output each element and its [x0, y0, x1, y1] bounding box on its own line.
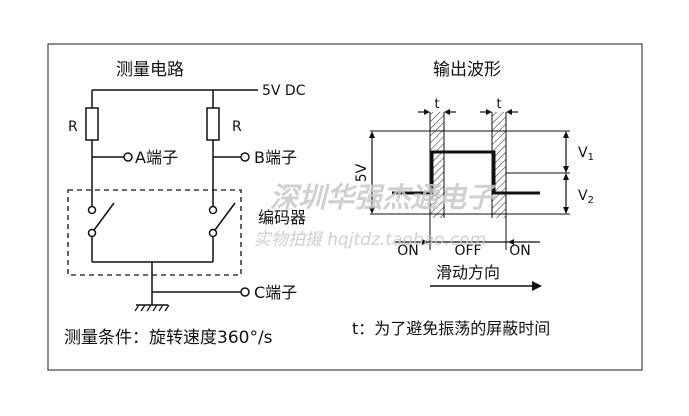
t-label-left: t: [434, 97, 439, 112]
output-signal: [392, 150, 540, 195]
t-label-right: t: [496, 97, 501, 112]
state-on-left: ON: [397, 243, 419, 259]
outer-border: [47, 43, 643, 371]
resistor-a: [85, 107, 99, 141]
terminal-c-node: [240, 287, 250, 297]
measurement-circuit: 测量电路 5V DC R A端子 R B端子 编码器: [64, 60, 306, 348]
mask-time-note: t：为了避免振荡的屏蔽时间: [352, 319, 550, 338]
switch-a: [93, 202, 115, 231]
measurement-condition: 测量条件：旋转速度360°/s: [64, 328, 273, 348]
terminal-c-label: C端子: [254, 283, 297, 302]
switch-b: [214, 202, 236, 231]
voltage-label: 5V: [354, 163, 370, 182]
v1-label: V1: [578, 145, 594, 163]
v2-label: V2: [578, 188, 594, 206]
resistor-b-label: R: [232, 119, 242, 135]
encoder-label: 编码器: [258, 208, 306, 227]
terminal-a-node: [123, 152, 133, 162]
resistor-b: [206, 107, 220, 141]
watermark-line2: 实物拍摄 hqjtdz.taobao.com: [254, 230, 486, 250]
resistor-a-label: R: [68, 119, 78, 135]
watermark: 深圳华强杰通电子 实物拍摄 hqjtdz.taobao.com: [254, 181, 497, 250]
state-off: OFF: [454, 243, 481, 259]
state-on-right: ON: [509, 243, 531, 259]
terminal-b-node: [240, 152, 250, 162]
output-waveform: 输出波形 t t 5V V1 V2: [352, 60, 594, 338]
ground-symbol: [134, 304, 170, 312]
circuit-title: 测量电路: [116, 60, 184, 80]
direction-label: 滑动方向: [436, 263, 500, 282]
supply-label: 5V DC: [262, 83, 306, 99]
terminal-b-label: B端子: [254, 148, 297, 167]
encoder-box: [67, 189, 242, 276]
terminal-a-label: A端子: [135, 148, 178, 167]
waveform-title: 输出波形: [433, 60, 501, 80]
watermark-line1: 深圳华强杰通电子: [270, 181, 497, 214]
